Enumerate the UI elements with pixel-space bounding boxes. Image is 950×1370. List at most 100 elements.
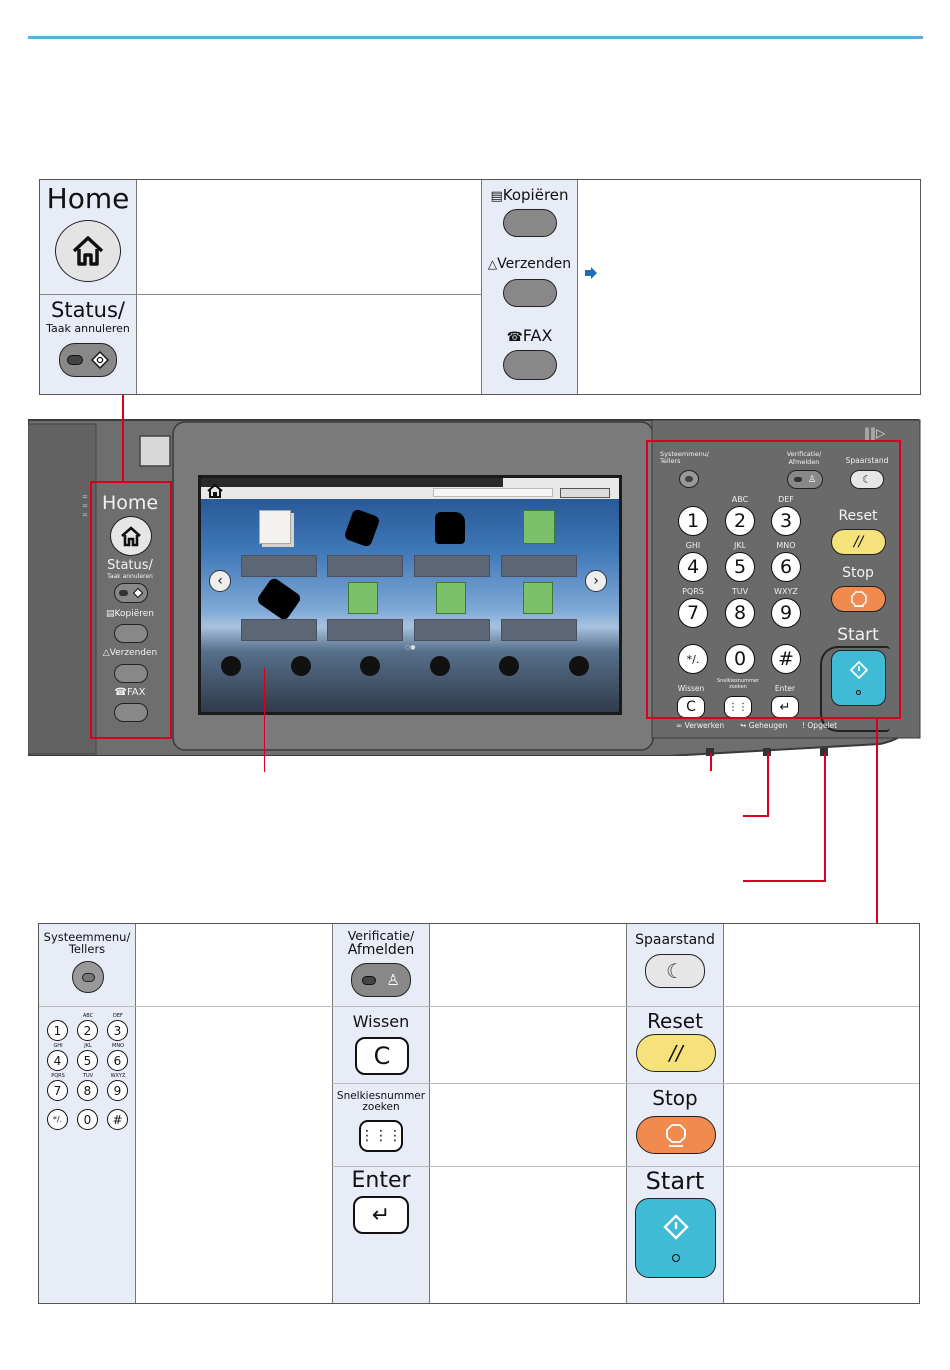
stop-icon — [666, 1124, 686, 1147]
keypad-key[interactable]: 2 — [725, 506, 755, 536]
keypad-key-letters: GHI — [685, 541, 701, 550]
chevron-left-icon[interactable]: ‹ — [209, 570, 231, 592]
led-indicator — [67, 355, 84, 365]
app-tile[interactable] — [241, 619, 317, 641]
panel-spaarstand-button[interactable]: ☾ — [850, 470, 884, 489]
app-icon-box[interactable] — [523, 510, 555, 544]
panel-verificatie-label: Verificatie/ Afmelden — [786, 450, 822, 466]
keypad-key[interactable]: 3 — [771, 506, 801, 536]
keypad-key[interactable]: 9 — [771, 598, 801, 628]
shortcut-key[interactable] — [569, 656, 589, 676]
reset-button[interactable]: // — [636, 1034, 716, 1072]
led-indicator — [793, 477, 802, 482]
numeric-key-letters: TUV — [82, 1073, 94, 1079]
app-tile[interactable] — [414, 555, 490, 577]
shortcut-key[interactable] — [221, 656, 241, 676]
led-indicator — [685, 476, 693, 482]
home-icon[interactable] — [206, 483, 224, 498]
panel-stop-button[interactable] — [831, 586, 886, 612]
app-icon-blank[interactable] — [435, 512, 465, 544]
moon-icon: ☾ — [666, 959, 684, 983]
home-button[interactable] — [55, 220, 121, 282]
keypad-key[interactable]: 4 — [678, 552, 708, 582]
start-button[interactable] — [635, 1198, 716, 1278]
panel-fax-button[interactable] — [114, 703, 148, 722]
enter-button[interactable]: ↵ — [353, 1196, 409, 1234]
callout-line — [264, 668, 265, 772]
keypad-dots-icon: ⋮⋮ — [728, 701, 748, 713]
screen-top-button[interactable] — [560, 488, 610, 498]
keypad-key-letters: PQRS — [682, 587, 704, 596]
screen-login-field[interactable] — [433, 488, 553, 497]
keypad-key[interactable]: # — [771, 644, 801, 674]
app-icon-box[interactable] — [523, 582, 553, 614]
sysmenu-button[interactable] — [72, 961, 104, 993]
keypad-key-letters: TUV — [731, 587, 749, 596]
panel-copy-button[interactable] — [114, 624, 148, 643]
send-title: △Verzenden — [487, 256, 572, 272]
keypad-key[interactable]: 6 — [771, 552, 801, 582]
chevron-right-icon[interactable]: › — [585, 570, 607, 592]
panel-systemmenu-button[interactable] — [679, 470, 699, 488]
moon-icon: ☾ — [862, 473, 872, 486]
app-icon-box[interactable] — [436, 582, 466, 614]
panel-status-button[interactable] — [114, 583, 148, 603]
app-tile[interactable] — [327, 619, 403, 641]
control-panel: ‖‖▷ ‹ › ○● === Home — [28, 418, 922, 756]
keypad-key[interactable]: 7 — [678, 598, 708, 628]
screen-header-bar — [201, 478, 503, 487]
verificatie-button[interactable]: ♙ — [351, 963, 411, 997]
panel-fax-label: ☎FAX — [114, 687, 146, 698]
arrow-right-icon — [585, 267, 597, 279]
numeric-key-letters: GHI — [53, 1043, 63, 1049]
app-tile[interactable] — [327, 555, 403, 577]
numeric-key-letters: DEF — [113, 1013, 123, 1019]
shortcut-key[interactable] — [360, 656, 380, 676]
keypad-key[interactable]: 5 — [725, 552, 755, 582]
panel-start-surround — [820, 646, 890, 732]
snelkies-button[interactable]: ⋮⋮⋮ — [359, 1120, 403, 1152]
start-diamond-icon — [849, 661, 868, 680]
indicator-verwerken: ∞ Verwerken — [676, 721, 725, 730]
shortcut-key[interactable] — [430, 656, 450, 676]
keypad-key-letters: JKL — [733, 541, 747, 550]
status-button[interactable] — [59, 343, 117, 377]
app-tile[interactable] — [501, 555, 577, 577]
keypad-key[interactable]: */. — [678, 644, 708, 674]
start-title: Start — [645, 1167, 705, 1195]
keypad-key[interactable]: 0 — [725, 644, 755, 674]
app-tile[interactable] — [241, 555, 317, 577]
panel-copy-label: ▤Kopiëren — [106, 609, 154, 619]
keypad-key-letters: DEF — [778, 495, 794, 504]
keypad-key[interactable]: 1 — [678, 506, 708, 536]
panel-home-button[interactable] — [110, 516, 152, 556]
copy-button[interactable] — [503, 209, 557, 237]
keypad-key-letters: ABC — [731, 495, 749, 504]
app-icon-box[interactable] — [348, 582, 378, 614]
keypad-key[interactable]: 8 — [725, 598, 755, 628]
snelkies-title: Snelkiesnummer zoeken — [336, 1090, 426, 1113]
fax-button[interactable] — [503, 350, 557, 380]
touch-screen[interactable]: ‹ › ○● — [198, 475, 622, 715]
panel-send-button[interactable] — [114, 664, 148, 683]
panel-reset-label: Reset — [838, 508, 878, 524]
send-icon: △ — [487, 257, 498, 271]
panel-reset-button[interactable]: // — [831, 529, 886, 555]
numeric-key: # — [107, 1109, 128, 1130]
panel-verificatie-button[interactable]: ♙ — [787, 470, 823, 489]
start-led — [671, 1254, 680, 1263]
send-button[interactable] — [503, 279, 557, 307]
numeric-key: 5 — [77, 1050, 98, 1071]
app-tile[interactable] — [501, 619, 577, 641]
panel-start-button[interactable] — [831, 650, 886, 706]
app-tile[interactable] — [414, 619, 490, 641]
shortcut-key[interactable] — [291, 656, 311, 676]
spaarstand-button[interactable]: ☾ — [645, 954, 705, 988]
app-icon-copy[interactable] — [259, 510, 291, 544]
start-led — [856, 689, 861, 695]
wissen-button[interactable]: C — [355, 1037, 409, 1075]
numeric-key-letters: ABC — [82, 1013, 94, 1019]
stop-button[interactable] — [636, 1116, 716, 1154]
shortcut-key[interactable] — [499, 656, 519, 676]
